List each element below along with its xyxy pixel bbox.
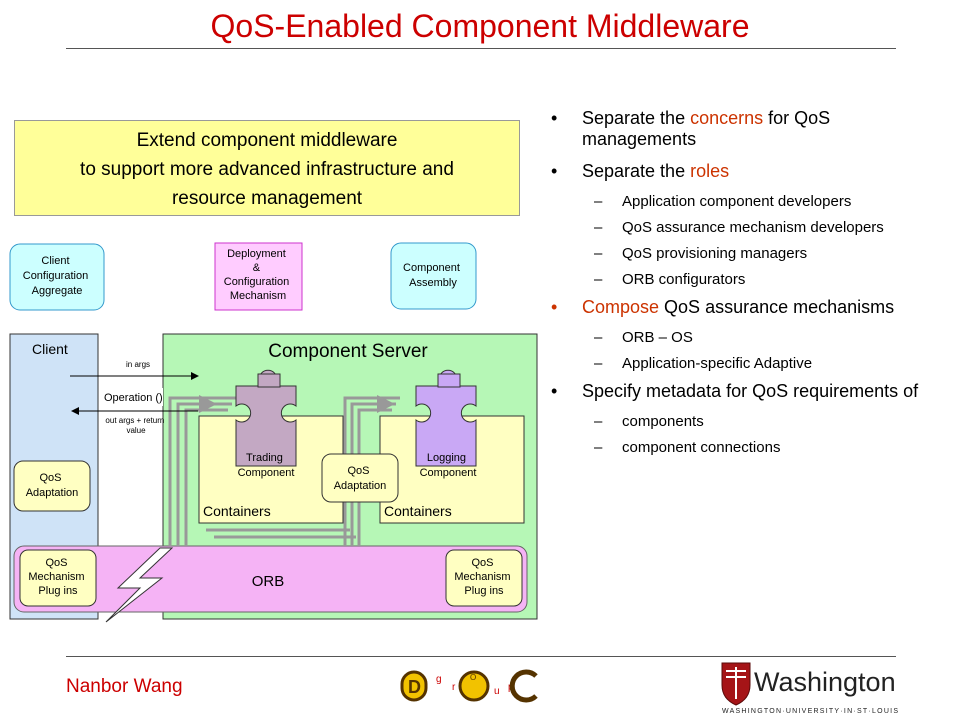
page-title: QoS-Enabled Component Middleware [210,8,750,44]
client-config-box [9,243,105,311]
wu-shield-mark [726,667,746,699]
bullet-list: Separate the concerns for QoS management… [548,108,948,465]
sub-bullet: QoS assurance mechanism developers [548,219,948,237]
wu-logo-main: Washington [754,667,896,697]
svg-text:O: O [470,673,476,682]
trading-component-shape [235,369,297,467]
washington-university-logo: Washington WASHINGTON·UNIVERSITY·IN·ST·L… [721,662,898,715]
architecture-diagram: Client Configuration Aggregate Deploymen… [9,242,538,623]
operation-label: Operation () [104,392,163,404]
sub-bullet: components [548,413,948,431]
deployment-label: Deployment & Configuration Mechanism [224,248,293,302]
in-args-label: in args [126,360,150,369]
bullet-roles: Separate the roles [548,161,948,182]
out-args-label: out args + return value [105,416,166,435]
containers-left-label: Containers [203,503,271,519]
sub-bullet: QoS provisioning managers [548,245,948,263]
bullet-compose: Compose QoS assurance mechanisms [548,297,948,318]
bullet-concerns: Separate the concerns for QoS management… [548,108,948,150]
footer-rule [66,656,896,657]
sub-bullet: Application-specific Adaptive [548,355,948,373]
qos-adaptation-client-label: QoS Adaptation [26,472,79,499]
title-rule [66,48,896,49]
callout-line-1: Extend component middleware [136,130,398,151]
wu-logo-sub: WASHINGTON·UNIVERSITY·IN·ST·LOUIS [722,708,898,715]
sub-bullet: Application component developers [548,193,948,211]
sub-bullet: component connections [548,439,948,457]
logging-component-shape [415,369,477,467]
sub-bullet: ORB configurators [548,271,948,289]
doc-o-shape [458,670,490,702]
client-config-label: Client Configuration Aggregate [23,255,92,297]
deployment-box [214,242,303,311]
qos-mechanism-right-box [445,549,523,607]
svg-text:r: r [452,682,456,693]
callout-line-2: to support more advanced infrastructure … [80,159,454,180]
svg-text:D: D [408,677,421,697]
qos-adaptation-middle-label: QoS Adaptation [334,465,387,492]
qos-mechanism-right-label: QoS Mechanism Plug ins [454,557,513,597]
orb-label: ORB [252,573,285,590]
doc-c-shape [509,669,538,703]
lightning-bolt-icon [105,547,174,623]
orb-box [13,545,528,613]
client-label: Client [32,341,68,357]
callout-box: Extend component middleware to support m… [14,120,520,216]
qos-adaptation-client-box [13,460,91,512]
component-server-label: Component Server [268,341,428,362]
author-name: Nanbor Wang [66,676,183,697]
qos-mechanism-left-label: QoS Mechanism Plug ins [28,557,87,597]
svg-text:u: u [494,686,500,697]
qos-mechanism-left-box [19,549,97,607]
containers-right-label: Containers [384,503,452,519]
bullet-metadata: Specify metadata for QoS requirements of [548,381,948,402]
logging-label: Logging Component [420,452,477,479]
logging-tab [437,373,461,388]
doc-d-shape [400,670,428,702]
trading-tab [257,373,281,388]
trading-label: Trading Component [238,452,295,479]
component-assembly-box [390,242,477,310]
sub-bullet: ORB – OS [548,329,948,347]
svg-text:g: g [436,674,442,685]
qos-adaptation-middle-box [321,453,399,503]
component-assembly-label: Component Assembly [403,262,463,289]
operation-label-bg [99,388,163,406]
svg-text:C: C [528,707,529,709]
callout-line-3: resource management [171,188,363,209]
doc-group-logo: D g r O u p C [400,669,538,709]
